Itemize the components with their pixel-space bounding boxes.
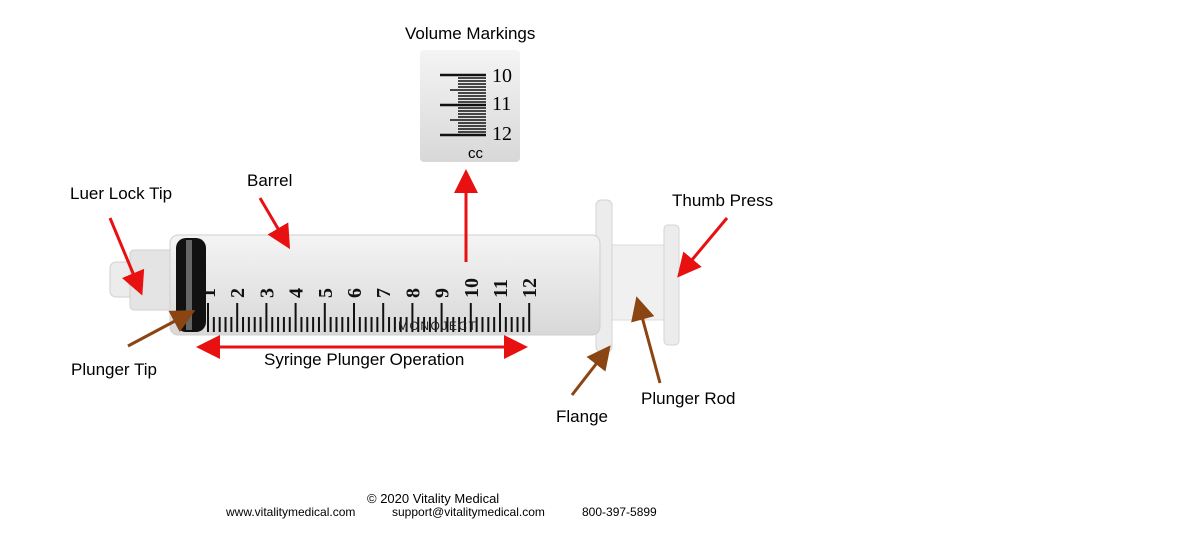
label-syringe-plunger-operation: Syringe Plunger Operation bbox=[264, 350, 465, 369]
scale-number: 12 bbox=[519, 278, 541, 298]
label-volume-markings: Volume Markings bbox=[405, 24, 536, 43]
scale-number: 9 bbox=[432, 288, 454, 298]
footer-website[interactable]: www.vitalitymedical.com bbox=[226, 505, 356, 519]
thumb-press-arrow bbox=[677, 217, 729, 278]
scale-number: 10 bbox=[461, 278, 483, 298]
label-flange: Flange bbox=[556, 407, 608, 426]
plunger-rod-arrow bbox=[631, 296, 662, 384]
scale-number: 4 bbox=[286, 288, 308, 298]
inset-number: 12 bbox=[492, 123, 512, 145]
inset-number: 11 bbox=[492, 93, 511, 115]
scale-number: 5 bbox=[315, 288, 337, 298]
label-thumb-press: Thumb Press bbox=[672, 191, 774, 210]
label-barrel: Barrel bbox=[247, 171, 293, 190]
scale-number: 11 bbox=[490, 279, 512, 298]
scale-number: 8 bbox=[402, 288, 424, 298]
label-plunger-rod: Plunger Rod bbox=[641, 389, 736, 408]
footer-phone: 800-397-5899 bbox=[582, 505, 657, 519]
brand-label: MONOJECT bbox=[398, 319, 477, 333]
label-plunger-tip: Plunger Tip bbox=[71, 360, 157, 379]
barrel-arrow bbox=[258, 197, 291, 250]
scale-number: 3 bbox=[256, 288, 278, 298]
scale-number: 2 bbox=[227, 288, 249, 298]
luer-lock-arrow bbox=[108, 217, 145, 296]
scale-number: 6 bbox=[344, 288, 366, 298]
scale-number: 1 bbox=[198, 288, 220, 298]
thumb-press bbox=[663, 224, 680, 346]
flange-arrow bbox=[570, 345, 611, 396]
plunger-tip-arrow bbox=[127, 310, 196, 348]
footer-copyright: © 2020 Vitality Medical bbox=[367, 491, 500, 506]
unit-label: cc bbox=[468, 145, 484, 162]
scale-number: 7 bbox=[373, 288, 395, 298]
scale-ticks bbox=[207, 303, 531, 332]
volume-markings-inset: 10 11 12 cc bbox=[420, 50, 520, 162]
label-luer-lock-tip: Luer Lock Tip bbox=[70, 184, 173, 203]
footer-email[interactable]: support@vitalitymedical.com bbox=[392, 505, 545, 519]
inset-number: 10 bbox=[492, 65, 512, 87]
